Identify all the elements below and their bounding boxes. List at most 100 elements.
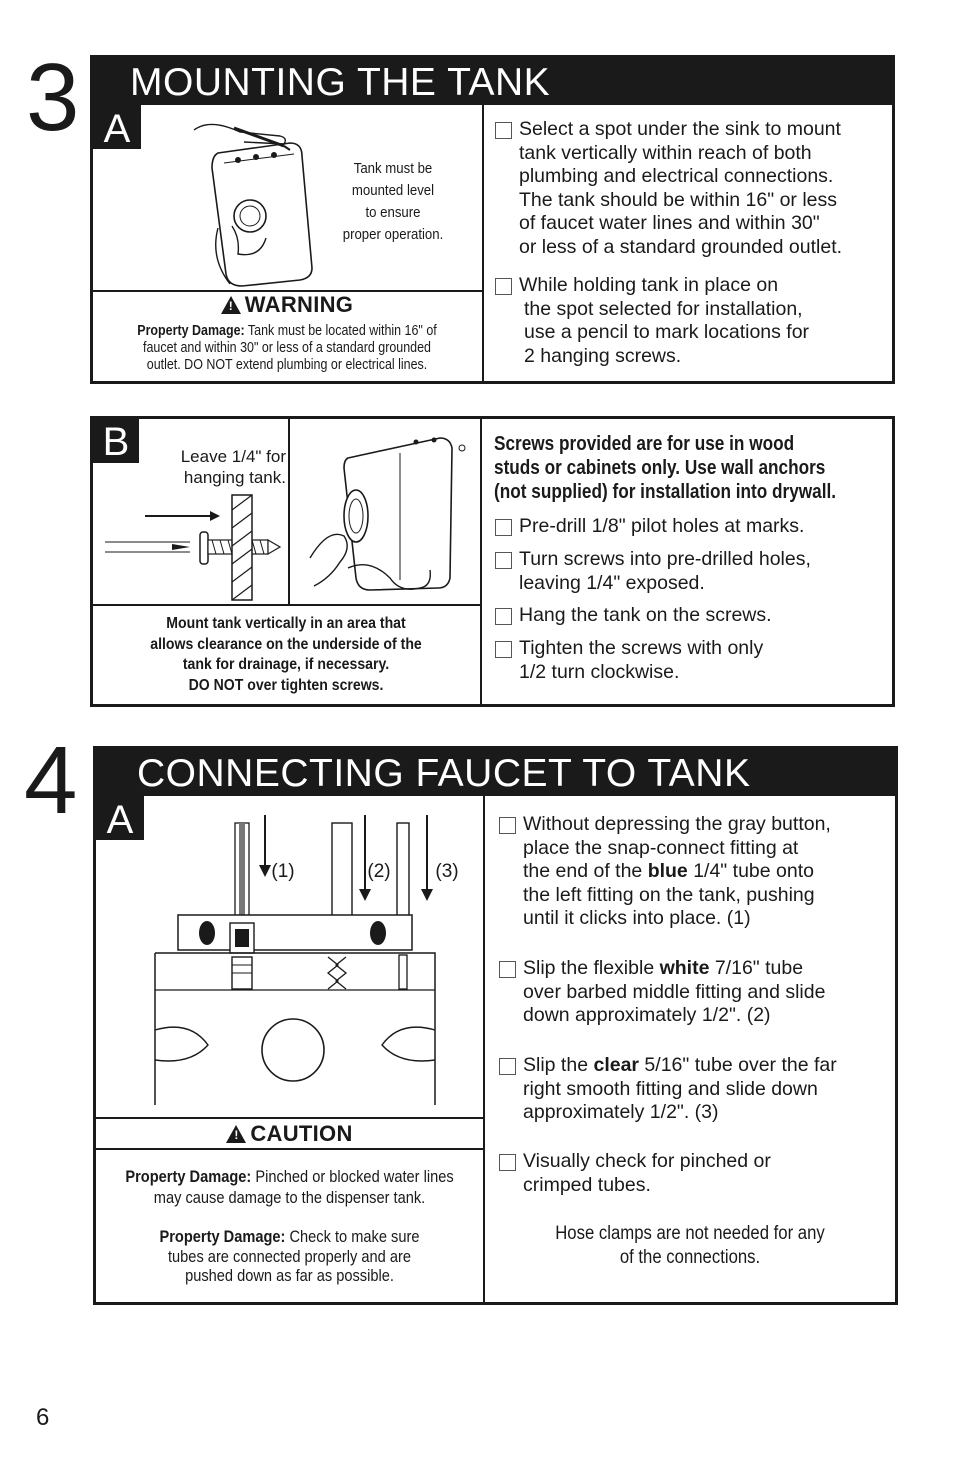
step-text: Slip the	[523, 1054, 594, 1076]
warning-label: WARNING	[244, 292, 354, 317]
tank-level-illustration	[193, 123, 313, 287]
warning-line: outlet. DO NOT extend plumbing or electr…	[146, 357, 428, 373]
step-emphasis: white	[659, 957, 710, 979]
level-note: Tank must be mounted level to ensure pro…	[327, 158, 459, 246]
step-emphasis: blue	[647, 860, 688, 882]
caution-heading: CAUTION	[95, 1121, 484, 1147]
step-line: Pre-drill 1/8" pilot holes at marks.	[519, 515, 805, 537]
step-line: Turn screws into pre-drilled holes,	[519, 548, 811, 570]
warning-lead: Property Damage:	[137, 323, 245, 339]
step-line: plumbing and electrical connections.	[519, 165, 834, 187]
note-line: (not supplied) for installation into dry…	[494, 481, 837, 503]
step-line: the spot selected for installation,	[524, 297, 803, 320]
step-line: down approximately 1/2". (2)	[523, 1004, 771, 1026]
checklist-item[interactable]: Slip the flexible white 7/16" tube over …	[499, 957, 894, 1028]
checklist-item[interactable]: Select a spot under the sink to mount ta…	[495, 118, 890, 259]
checklist-item[interactable]: Visually check for pinched or crimped tu…	[499, 1150, 894, 1197]
note-line: of the connections.	[619, 1247, 761, 1268]
divider	[482, 104, 484, 382]
note-line: Leave 1/4" for	[180, 447, 286, 466]
part-4a-tag: A	[96, 796, 144, 840]
step-line: tank vertically within reach of both	[519, 141, 812, 164]
step-emphasis: clear	[593, 1054, 640, 1076]
step-text: Slip the flexible	[523, 957, 660, 979]
note-line: hanging tank.	[183, 468, 286, 487]
arrow-label-3: (3)	[435, 861, 459, 882]
caution-lead: Property Damage:	[125, 1167, 252, 1186]
step-text: the end of the	[523, 860, 648, 882]
divider	[95, 1117, 484, 1119]
note-line: mounted level	[351, 182, 435, 199]
checklist-item[interactable]: Slip the clear 5/16" tube over the far r…	[499, 1054, 894, 1125]
hang-tank-illustration	[309, 437, 466, 591]
warning-heading: WARNING	[92, 292, 482, 318]
caution-label: CAUTION	[250, 1121, 353, 1146]
arrow-label-1: (1)	[271, 861, 295, 882]
page-number: 6	[36, 1404, 50, 1431]
divider	[288, 418, 290, 605]
step-line: right smooth fitting and slide down	[523, 1077, 818, 1100]
step-line: until it clicks into place. (1)	[523, 907, 751, 929]
warning-line: Tank must be located within 16" of	[244, 323, 437, 339]
step-line: the left fitting on the tank, pushing	[523, 883, 815, 906]
caution-text-2: Property Damage: Check to make sure tube…	[122, 1227, 457, 1286]
caution-line: Check to make sure	[285, 1227, 420, 1246]
note-line: Screws provided are for use in wood	[494, 433, 795, 455]
checklist-item[interactable]: Pre-drill 1/8" pilot holes at marks.	[495, 515, 890, 539]
tube-connection-illustration	[154, 815, 436, 1105]
divider	[92, 290, 483, 292]
step-line: The tank should be within 16" or less	[519, 188, 838, 211]
divider	[483, 795, 485, 1303]
step-text: 5/16" tube over the far	[639, 1054, 837, 1076]
step-line: 2 hanging screws.	[524, 344, 682, 367]
note-line: Tank must be	[353, 160, 433, 177]
caution-line: tubes are connected properly and are	[167, 1246, 412, 1266]
step-line: over barbed middle fitting and slide	[523, 980, 826, 1003]
part-3b-tag: B	[93, 419, 139, 463]
note-line: studs or cabinets only. Use wall anchors	[494, 457, 826, 479]
section-title-connecting: CONNECTING FAUCET TO TANK	[93, 746, 898, 796]
hose-clamp-note: Hose clamps are not needed for any of th…	[514, 1222, 866, 1270]
screw-note: Leave 1/4" for hanging tank.	[140, 446, 286, 488]
warning-icon	[220, 296, 241, 314]
screw-usage-note: Screws provided are for use in wood stud…	[494, 432, 836, 504]
note-line: Hose clamps are not needed for any	[555, 1223, 825, 1244]
part-4a-panel	[93, 793, 898, 1305]
step-line: Visually check for pinched or	[523, 1150, 771, 1172]
checklist-item[interactable]: Hang the tank on the screws.	[495, 604, 890, 628]
checklist-item[interactable]: While holding tank in place on the spot …	[495, 274, 890, 368]
divider	[480, 418, 482, 705]
note-line: DO NOT over tighten screws.	[188, 676, 384, 694]
step-text: 7/16" tube	[709, 957, 804, 979]
caution-line: Pinched or blocked water lines	[251, 1167, 454, 1186]
part-3a-tag: A	[93, 105, 141, 149]
step-number-4: 4	[24, 727, 78, 834]
note-line: allows clearance on the underside of the	[150, 635, 422, 653]
note-line: Mount tank vertically in an area that	[166, 615, 406, 632]
warning-line: faucet and within 30" or less of a stand…	[143, 340, 431, 356]
divider	[95, 1148, 484, 1150]
caution-line: may cause damage to the dispenser tank.	[153, 1188, 426, 1207]
step-line: place the snap-connect fitting at	[523, 836, 799, 859]
caution-icon	[226, 1125, 247, 1143]
step-line: 1/2 turn clockwise.	[519, 660, 680, 683]
checklist-item[interactable]: Turn screws into pre-drilled holes, leav…	[495, 548, 890, 595]
step-line: Select a spot under the sink to mount	[519, 118, 841, 140]
mount-note: Mount tank vertically in an area that al…	[115, 614, 456, 696]
step-text: 1/4" tube onto	[687, 860, 814, 882]
part-3b-panel	[90, 416, 895, 707]
screw-illustration	[105, 494, 282, 601]
warning-text: Property Damage: Tank must be located wi…	[119, 323, 454, 374]
checklist-item[interactable]: Without depressing the gray button, plac…	[499, 813, 894, 931]
note-line: proper operation.	[342, 226, 444, 243]
checklist-item[interactable]: Tighten the screws with only 1/2 turn cl…	[495, 637, 890, 684]
note-line: to ensure	[365, 204, 421, 221]
caution-lead: Property Damage:	[159, 1227, 286, 1246]
step-line: leaving 1/4" exposed.	[519, 571, 705, 594]
step-line: Tighten the screws with only	[519, 637, 764, 659]
step-line: use a pencil to mark locations for	[524, 321, 810, 343]
step-line: While holding tank in place on	[519, 274, 779, 296]
note-line: tank for drainage, if necessary.	[182, 656, 390, 673]
step-line: or less of a standard grounded outlet.	[519, 235, 843, 258]
step-line: Hang the tank on the screws.	[519, 604, 772, 626]
